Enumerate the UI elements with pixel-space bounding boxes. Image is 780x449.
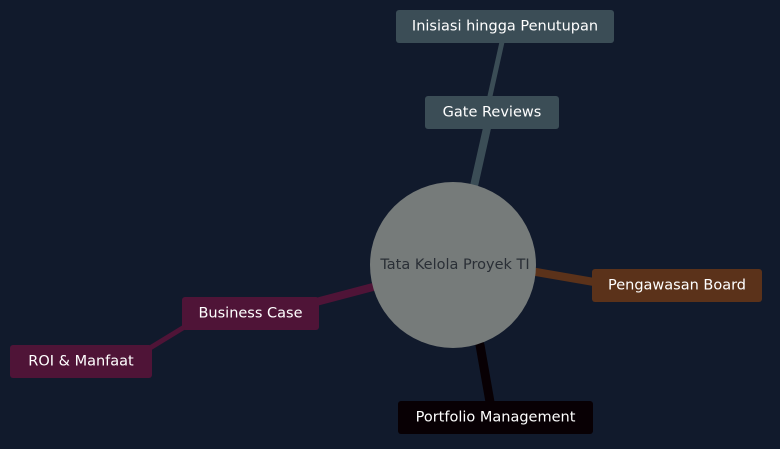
node-pengawasan-box bbox=[592, 269, 762, 302]
node-gate-reviews[interactable]: Gate Reviews bbox=[425, 96, 559, 129]
connector-center-pengawasan bbox=[532, 268, 598, 286]
connectors bbox=[147, 39, 598, 407]
connector-gate-reviews-inisiasi bbox=[487, 39, 505, 99]
node-portfolio-box bbox=[398, 401, 593, 434]
node-roi-manfaat[interactable]: ROI & Manfaat bbox=[10, 345, 152, 378]
connector-business-case-roi bbox=[147, 323, 189, 351]
node-business-case[interactable]: Business Case bbox=[182, 297, 319, 330]
node-portfolio-label: Portfolio Management bbox=[416, 410, 576, 426]
connector-center-portfolio bbox=[475, 340, 495, 407]
node-inisiasi-hingga-penutupan[interactable]: Inisiasi hingga Penutupan bbox=[396, 10, 614, 43]
node-gate-reviews-label: Gate Reviews bbox=[443, 105, 542, 121]
center-node[interactable]: Tata Kelola Proyek TI bbox=[370, 182, 536, 348]
node-business-case-box bbox=[182, 297, 319, 330]
connector-center-business-case bbox=[312, 283, 377, 306]
center-node-circle bbox=[370, 182, 536, 348]
node-portfolio-management[interactable]: Portfolio Management bbox=[398, 401, 593, 434]
node-pengawasan-label: Pengawasan Board bbox=[608, 278, 746, 294]
node-inisiasi-box bbox=[396, 10, 614, 43]
node-roi-label: ROI & Manfaat bbox=[28, 354, 134, 370]
center-node-label: Tata Kelola Proyek TI bbox=[379, 257, 529, 273]
node-inisiasi-label: Inisiasi hingga Penutupan bbox=[412, 19, 598, 35]
node-gate-reviews-box bbox=[425, 96, 559, 129]
node-roi-box bbox=[10, 345, 152, 378]
node-pengawasan-board[interactable]: Pengawasan Board bbox=[592, 269, 762, 302]
node-business-case-label: Business Case bbox=[198, 306, 302, 322]
connector-center-gate-reviews bbox=[470, 124, 491, 190]
